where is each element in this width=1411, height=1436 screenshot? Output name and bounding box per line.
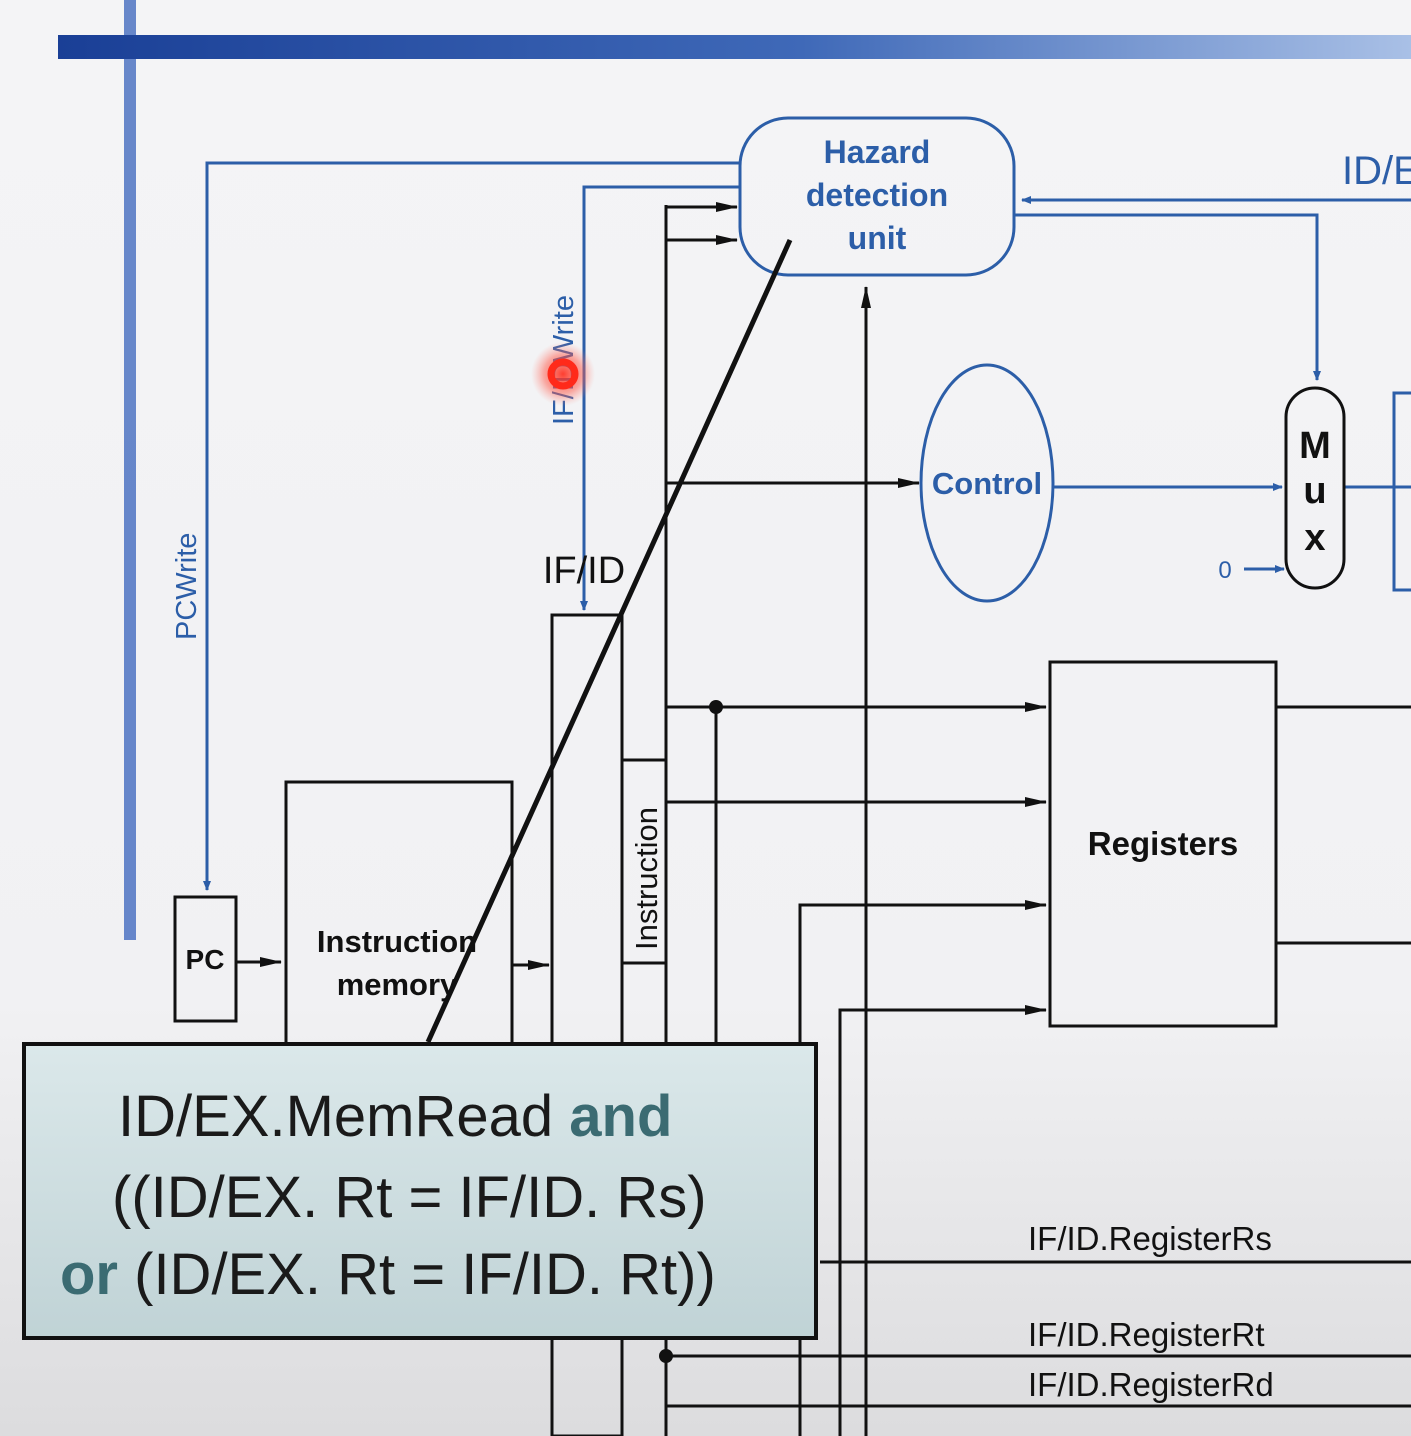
register-rt-label: IF/ID.RegisterRt xyxy=(1028,1316,1265,1353)
callout-line-2: ((ID/EX. Rt = IF/ID. Rs) xyxy=(112,1159,707,1237)
callout-line-1: ID/EX.MemRead and xyxy=(118,1078,672,1156)
registers-block xyxy=(1048,660,1278,1028)
presenter-cursor-icon xyxy=(547,358,579,390)
register-rs-label: IF/ID.RegisterRs xyxy=(1028,1220,1272,1257)
imem-label-line1: Instruction xyxy=(317,924,477,959)
slide-header-bar xyxy=(58,35,1411,59)
blue-wires xyxy=(203,161,1411,891)
control-unit xyxy=(919,363,1055,603)
control-label: Control xyxy=(932,466,1042,501)
pcwrite-wire xyxy=(203,161,740,891)
if-id-label: IF/ID xyxy=(543,550,625,592)
hazard-detection-unit xyxy=(738,116,1016,277)
callout-l1-text: ID/EX.MemRead xyxy=(118,1084,554,1149)
ifidwrite-wire xyxy=(580,185,740,611)
mux-zero-input-label: 0 xyxy=(1218,557,1231,584)
hazard-condition-callout: ID/EX.MemRead and ((ID/EX. Rt = IF/ID. R… xyxy=(22,1042,818,1340)
junction-dot-1 xyxy=(709,700,723,714)
imem-label-line2: memory xyxy=(337,967,458,1002)
reg-write-data-wire xyxy=(838,1005,1047,1436)
id-ex-label: ID/E xyxy=(1342,149,1411,193)
register-rd-label: IF/ID.RegisterRd xyxy=(1028,1366,1274,1403)
pcwrite-label: PCWrite xyxy=(171,533,203,640)
slide-left-accent-bar xyxy=(124,0,136,940)
mux-label-x: x xyxy=(1304,517,1325,559)
if-id-register xyxy=(550,613,624,1436)
mux xyxy=(1284,386,1346,590)
junction-dot-2 xyxy=(659,1349,673,1363)
callout-and-keyword: and xyxy=(569,1084,673,1149)
callout-l2-text: ((ID/EX. Rt = IF/ID. Rs) xyxy=(112,1165,707,1230)
idex-register-edge xyxy=(1392,391,1411,592)
registers-label: Registers xyxy=(1088,825,1238,862)
presenter-cursor-glow xyxy=(531,342,595,406)
pc-register xyxy=(173,895,238,1023)
callout-or-keyword: or xyxy=(60,1242,118,1307)
instruction-output-field xyxy=(620,758,668,965)
instruction-field-label: Instruction xyxy=(629,807,664,950)
mux-label-u: u xyxy=(1303,470,1326,512)
hazard-label-line2: detection xyxy=(806,177,948,213)
callout-pointer-line xyxy=(425,238,793,1044)
hazard-label-line3: unit xyxy=(848,220,907,256)
callout-l3-text: (ID/EX. Rt = IF/ID. Rt)) xyxy=(134,1242,716,1307)
hazard-label-line1: Hazard xyxy=(824,134,931,170)
callout-line-3: or (ID/EX. Rt = IF/ID. Rt)) xyxy=(60,1236,716,1314)
mux-label-m: M xyxy=(1299,425,1331,467)
hazard-to-mux-wire xyxy=(1014,213,1321,381)
instruction-memory-block xyxy=(284,780,514,1064)
pc-label: PC xyxy=(186,944,225,975)
